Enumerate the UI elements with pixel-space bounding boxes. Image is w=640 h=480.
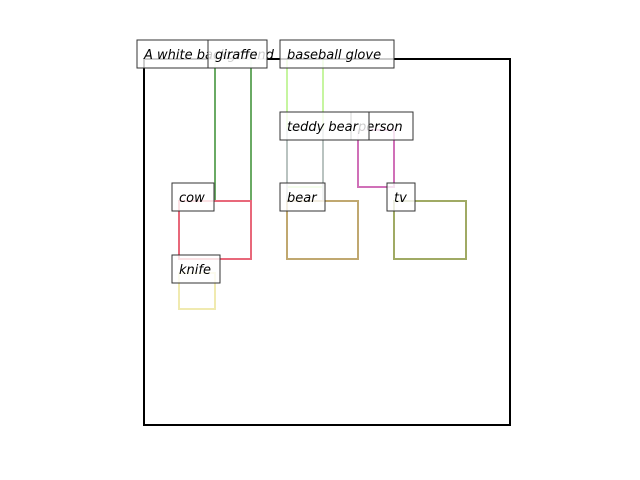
giraffe-label-bg xyxy=(207,39,268,69)
tv-label: tv xyxy=(386,182,416,212)
tv-label-text: tv xyxy=(394,191,407,206)
cow-label-bg xyxy=(171,182,215,212)
knife-label: knife xyxy=(171,254,221,284)
cow-label-text: cow xyxy=(179,191,205,206)
bear-label-bg xyxy=(279,182,326,212)
cow-label: cow xyxy=(171,182,215,212)
baseball-glove-label-text: baseball glove xyxy=(287,48,381,63)
giraffe-label-text: giraffe xyxy=(215,48,258,63)
baseball-glove-label-bg xyxy=(279,39,395,69)
tv-box xyxy=(393,200,467,260)
giraffe-box xyxy=(214,58,252,202)
teddy-bear-label: teddy bear xyxy=(279,111,370,141)
tv-label-bg xyxy=(386,182,416,212)
bear-label: bear xyxy=(279,182,326,212)
teddy-bear-label-text: teddy bear xyxy=(287,120,360,135)
bear-label-text: bear xyxy=(287,191,318,206)
knife-label-bg xyxy=(171,254,221,284)
baseball-glove-label: baseball glove xyxy=(279,39,395,69)
knife-label-text: knife xyxy=(179,263,211,278)
giraffe-label: giraffe xyxy=(207,39,268,69)
teddy-bear-label-bg xyxy=(279,111,370,141)
